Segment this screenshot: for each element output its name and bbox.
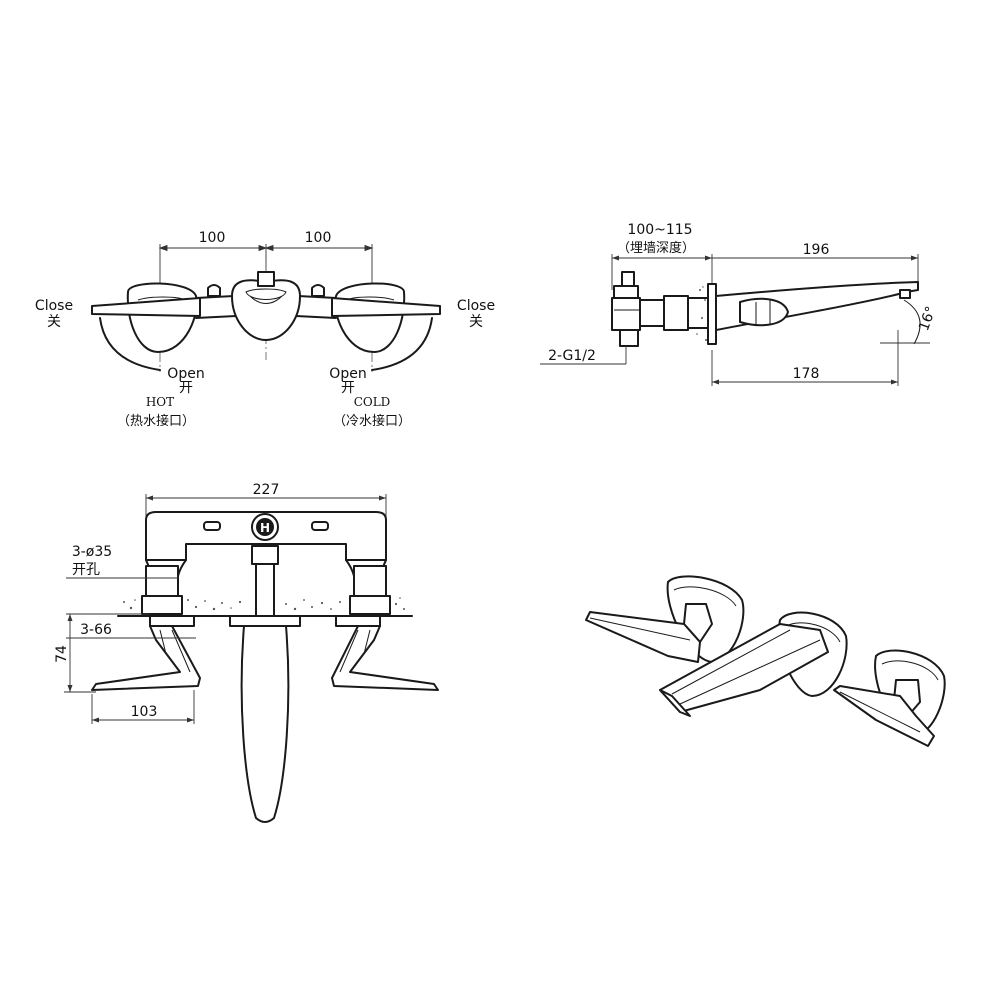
wall-texture [696, 286, 707, 341]
cold-label-cn: （冷水接口） [333, 413, 411, 429]
spout-3d [659, 611, 848, 717]
hot-label: HOT [146, 395, 174, 409]
connection-thread: 2-G1/2 [548, 348, 596, 364]
height-dim: 74 [54, 645, 70, 663]
left-rotation-arc [99, 317, 161, 371]
left-handle-top [91, 282, 201, 353]
left-handle-3d [585, 575, 745, 663]
side-view: 100~115 （埋墙深度） 196 178 [540, 222, 940, 386]
left-handle-front [91, 625, 201, 691]
spout-reach-dim: 178 [793, 366, 820, 382]
close-label-left: Close [35, 298, 73, 314]
dim-100-right: 100 [305, 230, 332, 246]
open-label-left: Open [167, 366, 204, 382]
close-label-right: Close [457, 298, 495, 314]
cold-label: COLD [354, 395, 391, 409]
open-label-right: Open [329, 366, 366, 382]
close-label-left-cn: 关 [47, 314, 61, 330]
wall-depth-dim: 100~115 [627, 222, 692, 238]
wall-speckles [123, 597, 405, 611]
open-label-right-cn: 开 [341, 380, 355, 396]
right-handle-front [331, 625, 439, 691]
spout-front [240, 625, 290, 823]
hot-label-cn: （热水接口） [117, 413, 195, 429]
right-handle-3d [833, 649, 946, 747]
perspective-view [585, 575, 946, 747]
badge-letter: H [260, 521, 270, 535]
spout-angle: 16° [916, 304, 940, 333]
right-handle-top [331, 282, 441, 353]
spout-top [231, 271, 301, 341]
hole-diameter: 3-ø35 [72, 544, 112, 560]
right-rotation-arc [371, 317, 433, 371]
overall-width-dim: 227 [253, 482, 280, 498]
wall-plate [707, 283, 717, 345]
top-view: 100 100 Close [35, 230, 495, 429]
handle-length-dim: 103 [131, 704, 158, 720]
dim-100-left: 100 [199, 230, 226, 246]
open-label-left-cn: 开 [179, 380, 193, 396]
close-label-right-cn: 关 [469, 314, 483, 330]
hole-label-cn: 开孔 [72, 562, 100, 578]
wall-depth-cn: （埋墙深度） [617, 240, 695, 256]
flange-diameter: 3-66 [80, 622, 112, 638]
spout-length-dim: 196 [803, 242, 830, 258]
hot-indicator-badge: H [251, 513, 279, 541]
front-view: 227 H [54, 482, 439, 823]
